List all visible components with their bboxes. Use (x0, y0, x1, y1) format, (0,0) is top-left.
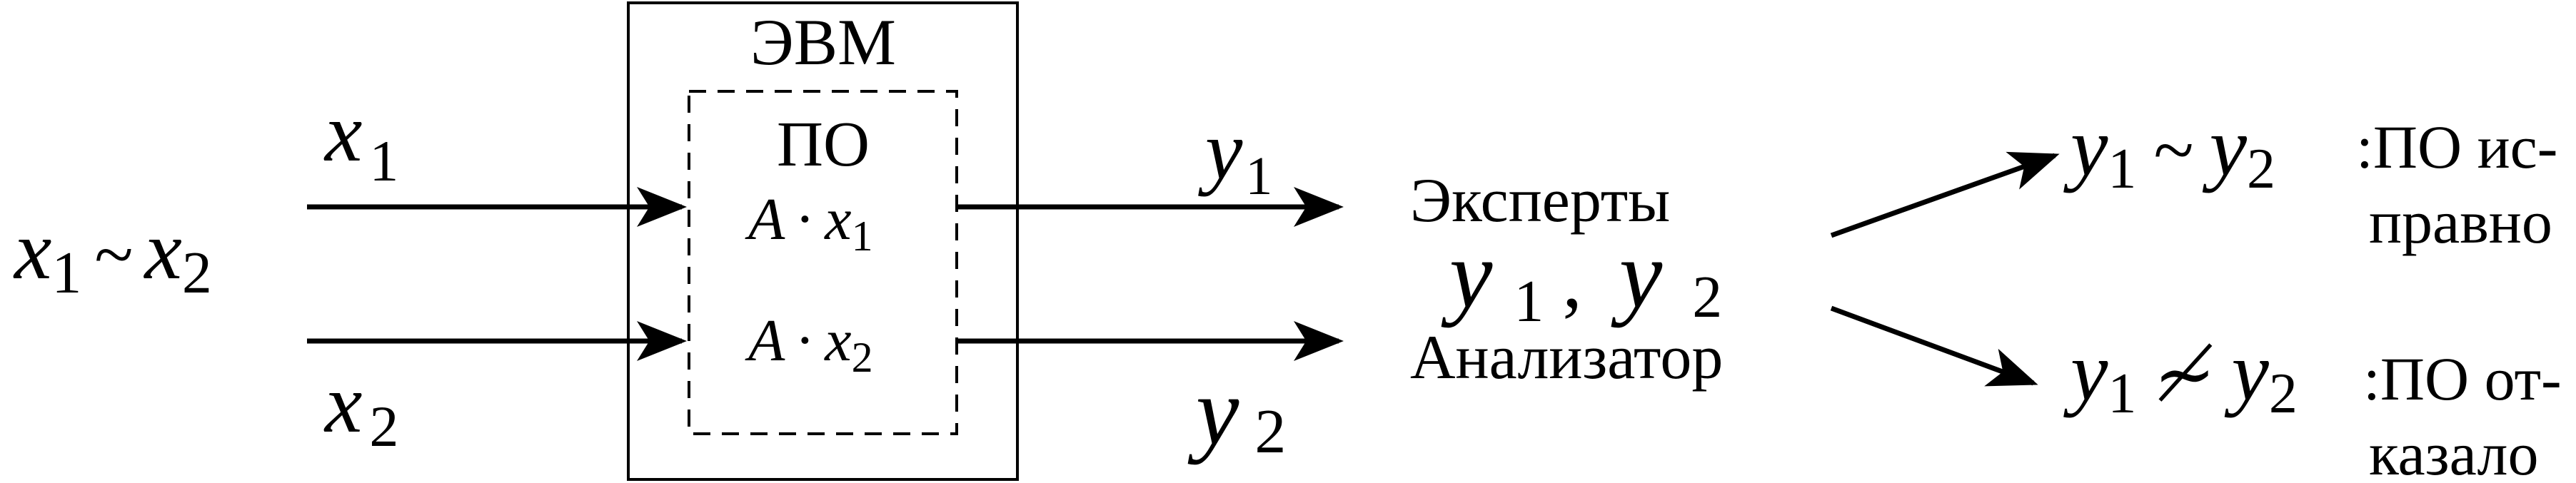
result-fail-relation: y1≁y2 (2063, 325, 2298, 425)
fail-rel: ≁ (2153, 334, 2215, 416)
output-y1-sub: 1 (1245, 146, 1272, 206)
output-y1-label: y1 (1198, 103, 1272, 206)
ok-left-var: y (2063, 100, 2108, 193)
op2-dot: · (795, 307, 815, 374)
eq-left-var: x (13, 203, 51, 297)
output-y1-var: y (1198, 103, 1243, 197)
op2-sub: 2 (852, 334, 873, 381)
arrow-to-ok (1830, 151, 2060, 238)
ok-left-sub: 1 (2108, 138, 2136, 200)
software-op1: A·x1 (745, 186, 873, 260)
result-fail-text-line1: :ПО от- (2363, 345, 2562, 413)
input-x1-sub: 1 (369, 128, 398, 193)
computer-title: ЭВМ (750, 6, 896, 78)
output-y2-var: y (1187, 358, 1239, 465)
op1-operator: A (745, 186, 785, 253)
software-op2: A·x2 (745, 307, 873, 381)
op1-sub: 1 (852, 213, 873, 260)
eq-left-sub: 1 (51, 240, 81, 306)
ok-rel: ~ (2153, 109, 2193, 191)
input-equivalence: x1~x2 (13, 203, 212, 306)
eq-right-sub: 2 (182, 240, 212, 306)
analyzer-y2-sub: 2 (1692, 264, 1722, 330)
analyzer-y1-var: y (1441, 221, 1493, 328)
eq-relation: ~ (94, 215, 133, 294)
fail-left-var: y (2063, 325, 2108, 418)
computer-box (627, 1, 1019, 481)
fail-left-sub: 1 (2108, 362, 2136, 425)
software-title: ПО (777, 109, 870, 180)
fail-right-sub: 2 (2269, 362, 2298, 425)
arrow-to-fail (1830, 305, 2038, 387)
output-y2-sub: 2 (1254, 397, 1286, 467)
op2-var: x (823, 307, 851, 374)
eq-right-var: x (143, 203, 181, 297)
result-ok-text-line1: :ПО ис- (2356, 113, 2557, 181)
input-x1-var: x (323, 86, 362, 179)
software-box (688, 90, 958, 435)
svg-text:x1~x2: x1~x2 (13, 203, 212, 306)
op1-dot: · (795, 186, 815, 253)
ok-right-sub: 2 (2247, 138, 2275, 200)
result-ok-relation: y1~y2 (2063, 100, 2275, 200)
analyzer-label-bottom: Анализатор (1410, 323, 1723, 392)
input-x2-sub: 2 (369, 394, 398, 459)
result-fail-text-line2: казало (2369, 420, 2538, 483)
result-ok-text-line2: правно (2369, 188, 2552, 256)
analyzer-y2-var: y (1611, 221, 1663, 328)
analyzer-y1-sub: 1 (1514, 268, 1544, 335)
op2-operator: A (745, 307, 785, 374)
analyzer-label-top: Эксперты (1410, 166, 1670, 235)
ok-right-var: y (2203, 100, 2248, 193)
input-x2-var: x (323, 357, 362, 450)
analyzer-comma: , (1562, 237, 1582, 324)
fail-right-var: y (2225, 325, 2270, 418)
op1-var: x (823, 186, 851, 253)
